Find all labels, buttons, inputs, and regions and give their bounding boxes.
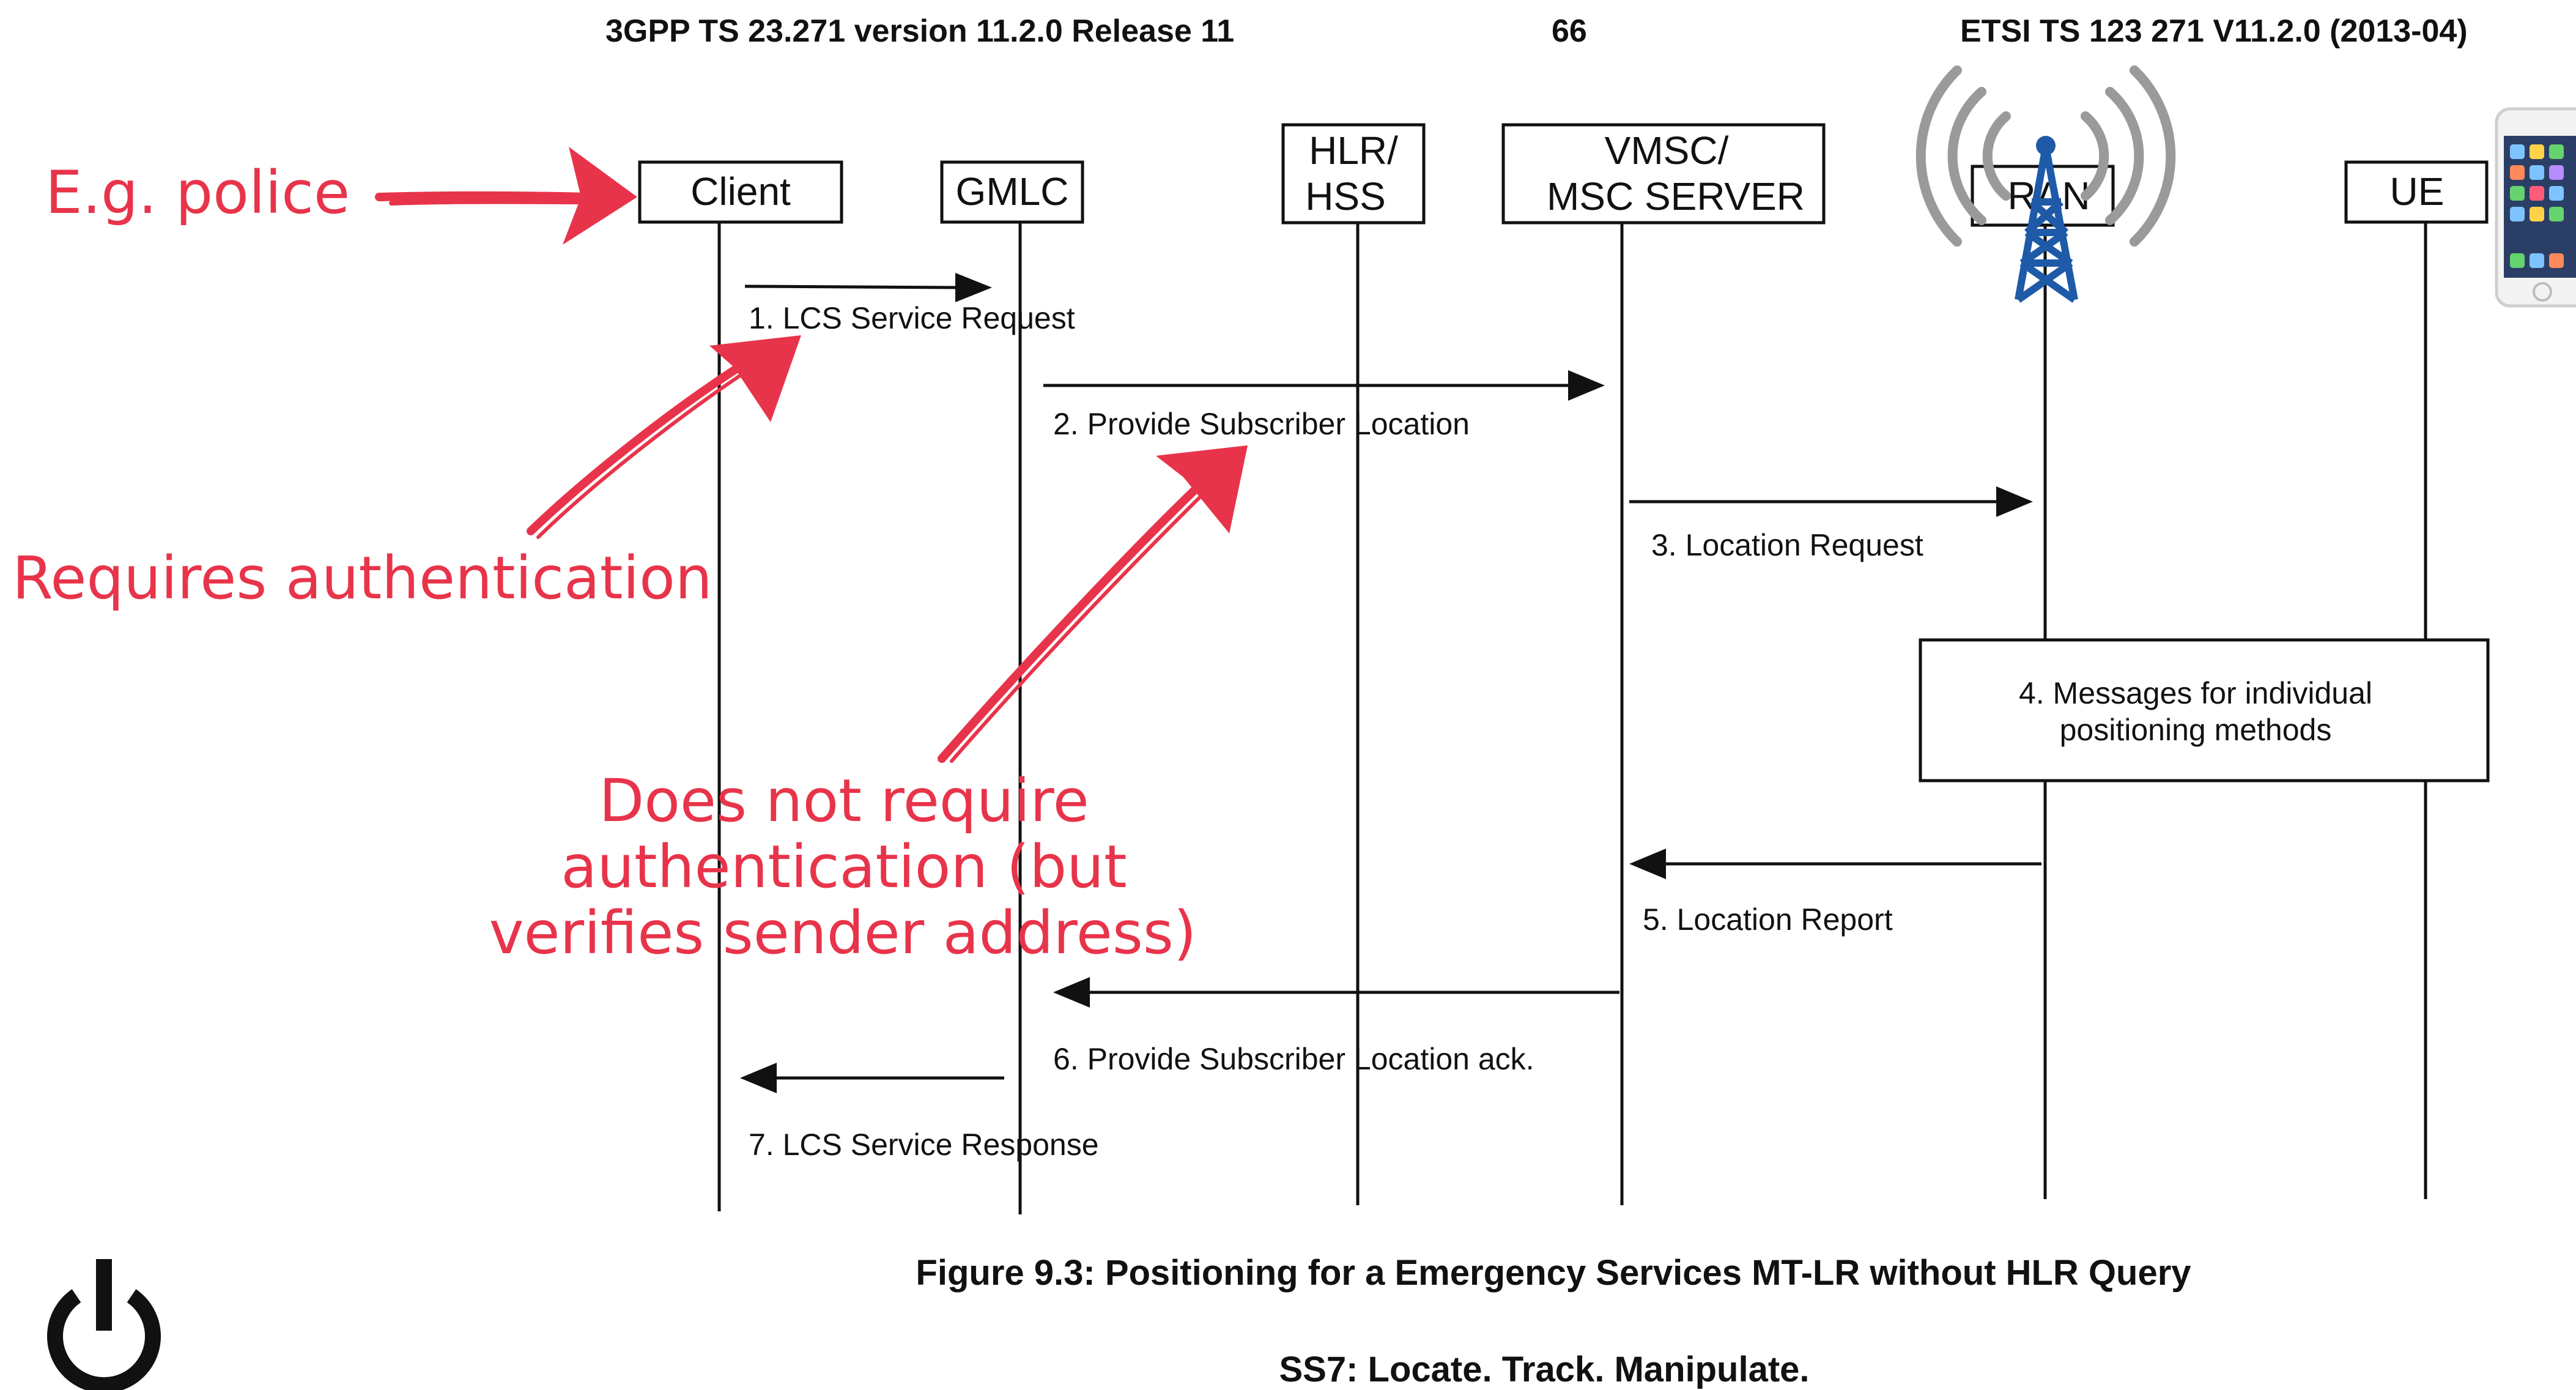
power-icon: [47, 1259, 161, 1390]
noauth-arrow: [938, 445, 1248, 763]
footer-title: SS7: Locate. Track. Manipulate.: [1279, 1350, 1809, 1389]
entity-vmsc-label-line2: MSC SERVER: [1547, 174, 1805, 218]
entity-hlr-hss: HLR/ HSS: [1281, 123, 1426, 225]
entity-hlr-label-line2: HSS: [1305, 174, 1386, 218]
annotation-no-auth: Does not require authentication (but ver…: [489, 767, 1197, 967]
message-3: 3. Location Request: [1629, 486, 2033, 562]
police-arrow: [375, 147, 637, 245]
message-6: 6. Provide Subscriber Location ack.: [1053, 977, 1619, 1076]
cell-tower-icon: [1915, 65, 2176, 303]
header-left: 3GPP TS 23.271 version 11.2.0 Release 11: [605, 13, 1234, 49]
entity-gmlc: GMLC: [940, 160, 1084, 224]
annotation-no-auth-line2: authentication (but: [561, 833, 1127, 901]
message-2-label: 2. Provide Subscriber Location: [1053, 407, 1470, 441]
entity-hlr-label-line1: HLR/: [1309, 128, 1398, 173]
entity-client-label: Client: [690, 169, 791, 214]
annotation-no-auth-line1: Does not require: [599, 767, 1089, 835]
message-5: 5. Location Report: [1629, 849, 2041, 937]
message-7-label: 7. LCS Service Response: [749, 1128, 1099, 1162]
message-3-label: 3. Location Request: [1651, 528, 1923, 562]
message-7: 7. LCS Service Response: [740, 1063, 1099, 1162]
figure-caption: Figure 9.3: Positioning for a Emergency …: [916, 1253, 2191, 1293]
header-page-number: 66: [1552, 13, 1587, 49]
message-1-label: 1. LCS Service Request: [749, 301, 1075, 335]
message-4-label-line1: 4. Messages for individual: [2019, 676, 2372, 710]
annotation-requires-auth: Requires authentication: [12, 544, 712, 612]
entity-vmsc: VMSC/ MSC SERVER: [1501, 123, 1826, 225]
message-4-box: 4. Messages for individual positioning m…: [1919, 638, 2490, 782]
message-1: 1. LCS Service Request: [744, 273, 1075, 335]
message-4-label-line2: positioning methods: [2060, 713, 2332, 747]
entity-vmsc-label-line1: VMSC/: [1605, 128, 1729, 173]
annotation-no-auth-line3: verifies sender address): [489, 899, 1197, 967]
header-right: ETSI TS 123 271 V11.2.0 (2013-04): [1960, 13, 2468, 49]
message-6-label: 6. Provide Subscriber Location ack.: [1053, 1042, 1534, 1076]
annotation-police: E.g. police: [45, 158, 350, 227]
auth-arrow: [527, 335, 801, 539]
phone-icon: [2495, 107, 2576, 308]
message-2: 2. Provide Subscriber Location: [1043, 370, 1605, 441]
entity-gmlc-label: GMLC: [956, 169, 1069, 214]
entity-ue: UE: [2344, 160, 2489, 224]
entity-ue-label: UE: [2390, 169, 2445, 214]
message-5-label: 5. Location Report: [1643, 902, 1893, 937]
entity-client: Client: [638, 160, 843, 224]
